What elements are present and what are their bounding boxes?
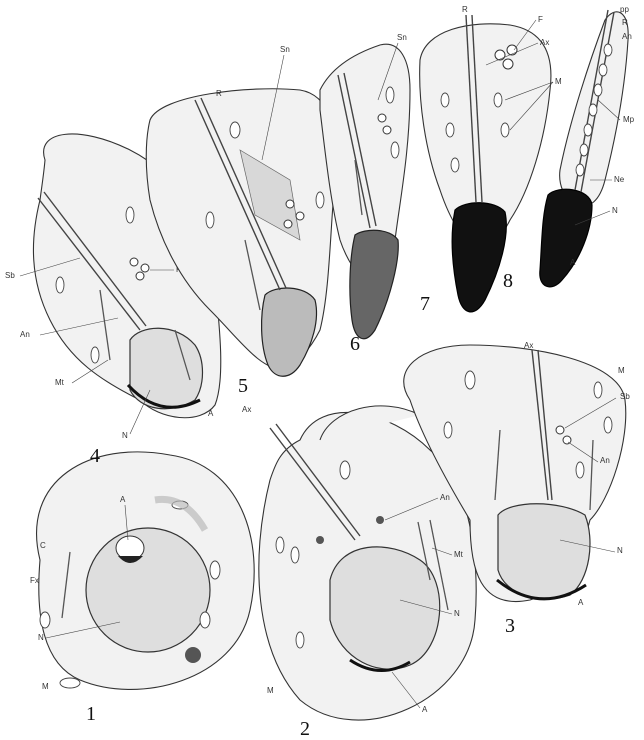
stage-number-8: 8 [503, 270, 513, 292]
label-sn: Sn [280, 45, 290, 54]
stage-number-5: 5 [238, 375, 248, 397]
label-ax: Ax [524, 341, 533, 350]
label-a: A [578, 598, 584, 607]
label-sn: Sn [397, 33, 407, 42]
label-f: F [538, 15, 543, 24]
label-c: C [40, 541, 46, 550]
stage-number-7: 7 [420, 293, 430, 315]
label-r: R [462, 5, 468, 14]
stage-number-2: 2 [300, 718, 310, 740]
label-n: N [617, 546, 623, 555]
stage-7-cell [420, 15, 551, 312]
label-fx: Fx [30, 576, 39, 585]
label-m: M [42, 682, 49, 691]
label-a: A [422, 705, 428, 714]
stage-6-cell [320, 44, 410, 338]
stage-1-cell [37, 452, 255, 690]
label-r: R [216, 89, 222, 98]
stage-8-cell [540, 10, 628, 287]
label-ax: Ax [540, 38, 549, 47]
label-sb: Sb [5, 271, 15, 280]
label-m: M [555, 77, 562, 86]
label-a: A [208, 409, 214, 418]
label-n: N [612, 206, 618, 215]
label-n: N [38, 633, 44, 642]
label-sb: Sb [620, 392, 630, 401]
label-r: R [622, 18, 628, 27]
stage-number-6: 6 [350, 333, 360, 355]
label-a: A [120, 495, 126, 504]
label-mt: Mt [55, 378, 65, 387]
label-mt: Mt [454, 550, 464, 559]
label-pp: pp [620, 5, 629, 14]
label-an: An [600, 456, 610, 465]
stage-number-4: 4 [90, 445, 100, 467]
label-mp: Mp [623, 115, 635, 124]
label-ne: Ne [614, 175, 625, 184]
stage-number-1: 1 [86, 703, 96, 725]
label-n: N [454, 609, 460, 618]
label-an: An [20, 330, 30, 339]
label-an: An [622, 32, 632, 41]
label-an: An [440, 493, 450, 502]
stage-number-3: 3 [505, 615, 515, 637]
label-m: M [267, 686, 274, 695]
label-a: A [570, 258, 576, 267]
label-m: M [618, 366, 625, 375]
label-ax: Ax [242, 405, 251, 414]
label-n: N [122, 431, 128, 440]
